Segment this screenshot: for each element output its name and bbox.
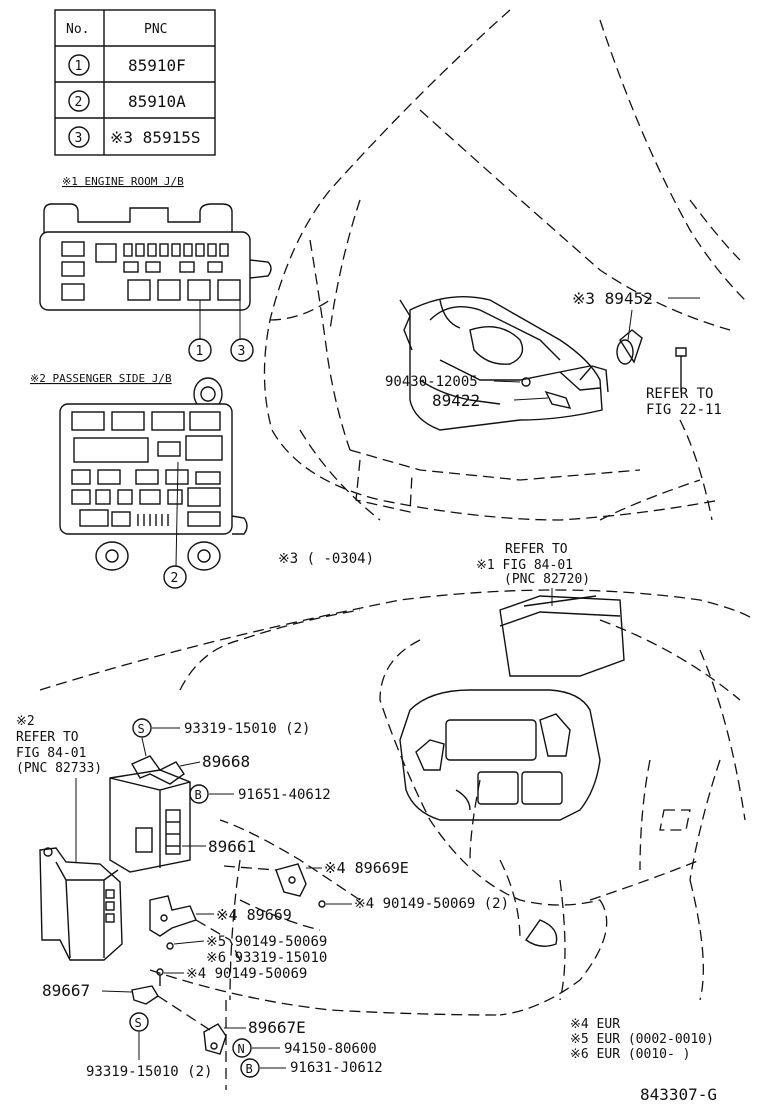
svg-text:REFER TO: REFER TO xyxy=(505,542,568,557)
bracket-89669E xyxy=(275,863,326,908)
label-91651: B 91651-40612 xyxy=(189,784,331,804)
table-row-no: 2 xyxy=(75,95,83,110)
svg-text:B: B xyxy=(195,788,202,802)
svg-text:89661: 89661 xyxy=(208,837,256,856)
label-89669: ※4 89669 xyxy=(196,906,292,924)
engine-room-jb-inset: ※1 ENGINE ROOM J/B 1 3 xyxy=(39,175,272,362)
figure-number: 843307-G xyxy=(640,1085,717,1104)
engine-bay-drawing xyxy=(263,9,746,521)
bracket-89668 xyxy=(131,755,185,785)
b-marker xyxy=(189,784,209,804)
label-94150: N 94150-80600 xyxy=(232,1038,377,1058)
svg-text:93319-15010 (2): 93319-15010 (2) xyxy=(86,1064,212,1080)
inset1-title: ※1 ENGINE ROOM J/B xyxy=(62,175,184,188)
label-89661: 89661 xyxy=(182,837,256,856)
svg-text:B: B xyxy=(246,1062,253,1076)
svg-text:※3 89452: ※3 89452 xyxy=(572,289,653,308)
s-marker xyxy=(129,1012,149,1032)
svg-text:89667: 89667 xyxy=(42,981,90,1000)
label-91631: B 91631-J0612 xyxy=(240,1058,383,1078)
label-89669E: ※4 89669E xyxy=(306,859,409,877)
svg-text:※4 90149-50069 (2): ※4 90149-50069 (2) xyxy=(354,896,509,912)
label-89452: ※3 89452 xyxy=(572,289,700,341)
label-90149-2: ※4 90149-50069 (2) xyxy=(326,896,509,912)
svg-text:※4 89669E: ※4 89669E xyxy=(324,859,409,877)
svg-text:S: S xyxy=(135,1016,142,1030)
svg-text:※4 89669: ※4 89669 xyxy=(216,906,292,924)
callout-2 xyxy=(163,565,187,589)
label-90149-5: ※5 90149-50069 xyxy=(173,934,327,950)
note-4: ※4 EUR xyxy=(570,1017,620,1032)
label-93319-bottom: S 93319-15010 (2) xyxy=(86,1012,212,1080)
label-89422: 89422 xyxy=(432,391,480,410)
range-note: ※3 ( -0304) xyxy=(278,551,374,567)
sensor-module-82733 xyxy=(39,847,123,961)
svg-text:※6 93319-15010: ※6 93319-15010 xyxy=(206,950,327,966)
callout-label: 1 xyxy=(196,344,204,359)
fuse-strip xyxy=(137,514,169,526)
label-90149-4: ※4 90149-50069 xyxy=(164,966,307,982)
ref-fig22: REFER TO FIG 22-11 xyxy=(646,386,722,418)
svg-text:(PNC 82733): (PNC 82733) xyxy=(16,761,102,776)
callout-1 xyxy=(188,338,212,362)
n-marker xyxy=(232,1038,252,1058)
svg-text:FIG 84-01: FIG 84-01 xyxy=(16,746,86,761)
fuse-row xyxy=(123,243,229,273)
table-row-pnc: 85910A xyxy=(128,92,186,111)
s-marker xyxy=(132,718,152,738)
b-marker xyxy=(240,1058,260,1078)
label-89667E: 89667E xyxy=(224,1018,306,1037)
svg-text:89667E: 89667E xyxy=(248,1018,306,1037)
pnc-table: No. PNC 1 85910F 2 85910A 3 ※3 85915S xyxy=(54,9,216,156)
clip-89667 xyxy=(131,985,159,1005)
svg-text:REFER TO: REFER TO xyxy=(16,730,79,745)
dashboard-drawing xyxy=(39,589,756,1016)
assembly-leaders xyxy=(157,865,277,1090)
ref-fig84-82733: ※2 REFER TO FIG 84-01 (PNC 82733) xyxy=(16,714,102,866)
label-89667: 89667 xyxy=(42,981,133,1000)
label-93319-top: S 93319-15010 (2) xyxy=(132,718,310,757)
table-row-pnc: ※3 85915S xyxy=(110,128,200,147)
svg-text:※1 FIG 84-01: ※1 FIG 84-01 xyxy=(476,558,573,573)
svg-text:※4 90149-50069: ※4 90149-50069 xyxy=(186,966,307,982)
svg-text:REFER TO: REFER TO xyxy=(646,386,713,402)
sensor-89452 xyxy=(616,329,687,392)
svg-text:FIG 22-11: FIG 22-11 xyxy=(646,402,722,418)
callout-label: 2 xyxy=(171,571,179,586)
table-row-no: 1 xyxy=(75,59,83,74)
label-93319-6: ※6 93319-15010 xyxy=(206,950,327,966)
part-90430-89422: 90430-12005 89422 xyxy=(385,374,572,410)
clip-89667E xyxy=(203,1023,227,1055)
table-row-pnc: 85910F xyxy=(128,56,186,75)
callout-3 xyxy=(230,338,254,362)
svg-text:(PNC 82720): (PNC 82720) xyxy=(504,572,590,587)
note-6: ※6 EUR (0010- ) xyxy=(570,1047,690,1062)
note-5: ※5 EUR (0002-0010) xyxy=(570,1032,714,1047)
svg-text:※5 90149-50069: ※5 90149-50069 xyxy=(206,934,327,950)
region-notes: ※4 EUR ※5 EUR (0002-0010) ※6 EUR (0010- … xyxy=(570,1017,714,1062)
label-89668: 89668 xyxy=(179,752,250,771)
svg-text:※2: ※2 xyxy=(16,714,35,729)
ecu-89661 xyxy=(109,769,191,873)
svg-text:93319-15010 (2): 93319-15010 (2) xyxy=(184,721,310,737)
table-header-no: No. xyxy=(66,22,89,37)
table-header-pnc: PNC xyxy=(144,22,167,37)
svg-text:S: S xyxy=(138,722,145,736)
svg-text:91651-40612: 91651-40612 xyxy=(238,787,331,803)
svg-text:91631-J0612: 91631-J0612 xyxy=(290,1060,383,1076)
fasteners xyxy=(156,942,174,986)
svg-text:89668: 89668 xyxy=(202,752,250,771)
ref-fig84-82720: REFER TO ※1 FIG 84-01 (PNC 82720) xyxy=(476,542,590,606)
passenger-side-jb-inset: ※2 PASSENGER SIDE J/B 2 xyxy=(30,372,248,589)
svg-text:N: N xyxy=(238,1042,245,1056)
svg-text:94150-80600: 94150-80600 xyxy=(284,1041,377,1057)
inset2-title: ※2 PASSENGER SIDE J/B xyxy=(30,372,172,385)
label-90430: 90430-12005 xyxy=(385,374,478,390)
table-row-no: 3 xyxy=(75,131,83,146)
bracket-89669 xyxy=(149,895,197,937)
callout-label: 3 xyxy=(238,344,246,359)
